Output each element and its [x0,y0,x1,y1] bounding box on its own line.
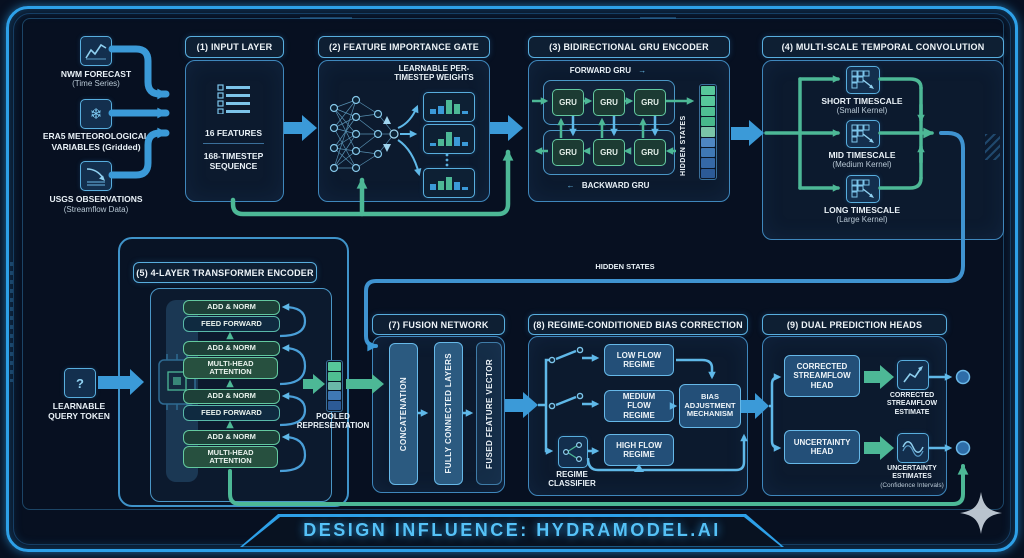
weight-histogram-icon [423,124,475,154]
input-source-sub: (Time Series) [72,79,120,88]
transformer-layer: ADD & NORM [183,341,280,356]
uncertainty-estimate-icon [897,433,929,463]
streamflow-estimate-icon [897,360,929,390]
arrow-query-s5 [98,369,144,395]
sparkle-icon [960,492,1002,539]
weight-histogram-icon [423,168,475,198]
features-count-label: 16 FEATURES [205,128,262,138]
hidden-states-route-label: HIDDEN STATES [595,262,655,271]
arrow-s8-s9 [741,393,769,419]
scale-label: MID TIMESCALE [828,150,896,160]
gru-cell: GRU [552,89,584,116]
conv-kernel-icon [846,175,880,203]
concatenation-bar: CONCATENATION [389,343,418,485]
section-8-title: (8) REGIME-CONDITIONED BIAS CORRECTION [528,314,748,335]
banner-inner [243,516,781,547]
fused-feature-bar: FUSED FEATURE VECTOR [476,342,502,485]
divider [203,143,264,144]
regime-classifier-label: REGIME CLASSIFIER [548,470,596,489]
arrow-s2-s3 [490,115,523,141]
arrow-head2-output [864,436,894,460]
corrected-streamflow-head-box: CORRECTED STREAMFLOW HEAD [784,355,860,397]
section-9-title: (9) DUAL PREDICTION HEADS [762,314,947,335]
tick-decoration [300,17,352,19]
input-source-label: USGS OBSERVATIONS [49,194,143,204]
arrow-s1-s2 [284,115,317,141]
output-node [955,369,971,385]
backward-arrow-glyph: ← [566,181,575,190]
forward-gru-text: FORWARD GRU [569,66,631,75]
section-7-title: (7) FUSION NETWORK [372,314,505,335]
output-node [955,440,971,456]
input-source-sub: VARIABLES (Gridded) [51,142,141,152]
question-glyph: ? [76,375,84,391]
streamflow-estimate-label: CORRECTED STREAMFLOW ESTIMATE [886,392,938,416]
declining-chart-icon [80,161,112,191]
section-4-title: (4) MULTI-SCALE TEMPORAL CONVOLUTION [762,36,1004,58]
pooled-representation-icon [326,360,343,412]
input-source-sub: (Streamflow Data) [63,205,129,214]
uncertainty-estimate-label: UNCERTAINTY ESTIMATES [887,465,937,481]
section-1-title: (1) INPUT LAYER [185,36,284,58]
backward-gru-label: ← BACKWARD GRU [543,181,673,190]
arrow-s5-pooled [303,374,325,394]
bias-adjustment-box: BIAS ADJUSTMENT MECHANISM [679,384,741,428]
hidden-states-stack [699,84,717,180]
tick-decoration [640,17,676,19]
arrow-head1-output [864,365,894,389]
gru-cell: GRU [634,139,666,166]
snowflake-icon: ❄ [80,99,112,129]
question-mark-icon: ? [64,368,96,398]
arrow-pooled-concat [346,374,384,394]
confidence-intervals-sub: (Confidence Intervals) [880,482,944,489]
conv-kernel-icon [846,66,880,94]
sequence-label: 168-TIMESTEP SEQUENCE [203,151,264,172]
transformer-layer: ADD & NORM [183,430,280,445]
section-3-title: (3) BIDIRECTIONAL GRU ENCODER [528,36,730,58]
transformer-layer: FEED FORWARD [183,405,280,421]
transformer-layer: ADD & NORM [183,300,280,315]
hidden-states-route [364,131,965,352]
input-source-label: NWM FORECAST [60,69,132,79]
transformer-layer: FEED FORWARD [183,316,280,332]
scale-label: LONG TIMESCALE [823,205,901,215]
weights-label: LEARNABLE PER-TIMESTEP WEIGHTS [394,64,474,83]
forward-gru-label: FORWARD GRU → [543,66,673,75]
feature-list-icon [217,82,251,119]
query-token-label: LEARNABLE QUERY TOKEN [48,401,110,422]
scale-label: SHORT TIMESCALE [821,96,903,106]
inner-panel [22,18,1004,510]
regime-classifier-icon [558,436,588,468]
high-flow-regime-box: HIGH FLOW REGIME [604,434,674,466]
banner-frame: DESIGN INFLUENCE: HYDRAMODEL.AI [240,514,784,547]
bottom-green-route [228,463,969,506]
backward-gru-text: BACKWARD GRU [581,181,650,190]
arrow-s3-s4 [731,120,764,146]
section-5-title: (5) 4-LAYER TRANSFORMER ENCODER [133,262,317,283]
scale-sub: (Large Kernel) [836,215,888,224]
transformer-layer: ADD & NORM [183,389,280,404]
low-flow-regime-box: LOW FLOW REGIME [604,344,674,376]
banner-title: DESIGN INFLUENCE: HYDRAMODEL.AI [303,520,721,540]
weight-histogram-icon [423,92,475,122]
medium-flow-regime-box: MEDIUM FLOW REGIME [604,390,674,422]
snowflake-glyph: ❄ [89,106,103,123]
forward-arrow-glyph: → [638,66,647,75]
arrow-s7-s8 [505,392,538,418]
scale-sub: (Small Kernel) [836,106,888,115]
section-2-title: (2) FEATURE IMPORTANCE GATE [318,36,490,58]
pooled-representation-label: POOLED REPRESENTATION [296,412,370,431]
gru-cell: GRU [634,89,666,116]
input-source-label: ERA5 METEOROLOGICAL [42,131,150,141]
fully-connected-bar: FULLY CONNECTED LAYERS [434,342,463,485]
transformer-layer: MULTI-HEAD ATTENTION [183,357,278,379]
dots-decoration [10,262,13,382]
scale-sub: (Medium Kernel) [832,160,892,169]
gru-cell: GRU [593,89,625,116]
uncertainty-head-box: UNCERTAINTY HEAD [784,430,860,464]
transformer-layer: MULTI-HEAD ATTENTION [183,446,278,468]
